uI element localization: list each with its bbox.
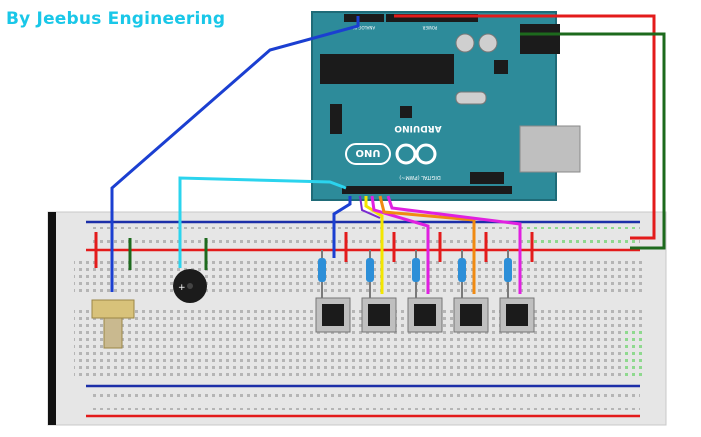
potentiometer[interactable]	[91, 299, 135, 349]
button-5[interactable]	[499, 297, 535, 333]
resistor-1	[318, 250, 326, 300]
buzzer-plus-sign: +	[178, 283, 186, 293]
wire-red-5v	[394, 14, 656, 240]
digital-label: DIGITAL (PWM~)	[399, 174, 441, 180]
digital-header	[342, 186, 512, 194]
wire-orange-button-4	[378, 195, 476, 294]
crystal	[455, 91, 487, 105]
board-brand: ARDUINO	[394, 123, 442, 133]
arduino-uno-board: ARDUINO UNO DIGITAL (PWM~) ANALOG IN POW…	[311, 11, 581, 201]
buzzer: +	[173, 269, 207, 303]
arduino-infinity-logo	[395, 143, 437, 165]
resistors	[318, 250, 512, 300]
usb-port	[519, 125, 581, 173]
capacitor-2	[478, 33, 498, 53]
breadboard	[47, 211, 667, 426]
resistor-2	[366, 250, 374, 300]
button-1[interactable]	[315, 297, 351, 333]
power-header	[386, 14, 478, 22]
resistor-3	[412, 250, 420, 300]
analog-label: ANALOG IN	[353, 25, 375, 30]
board-name: UNO	[356, 147, 381, 158]
dc-jack	[520, 24, 560, 54]
capacitor-1	[455, 33, 475, 53]
wire-green-gnd	[520, 32, 666, 250]
wire-magenta-button-3	[370, 195, 430, 294]
wire-purple	[359, 195, 381, 219]
analog-header	[344, 14, 384, 22]
resistor-5	[504, 250, 512, 300]
wire-cyan-buzzer	[178, 176, 347, 268]
wires	[94, 14, 666, 294]
button-4[interactable]	[453, 297, 489, 333]
power-label: POWER	[422, 25, 437, 30]
resistor-4	[458, 250, 466, 300]
atmega-chip	[320, 54, 454, 84]
button-2[interactable]	[361, 297, 397, 333]
wire-blue-button-1	[332, 196, 352, 258]
button-3[interactable]	[407, 297, 443, 333]
wire-magenta-button-5	[386, 195, 522, 294]
push-buttons	[315, 297, 535, 333]
wire-blue-analog	[110, 16, 360, 292]
credit-text: By Jeebus Engineering	[6, 9, 226, 29]
